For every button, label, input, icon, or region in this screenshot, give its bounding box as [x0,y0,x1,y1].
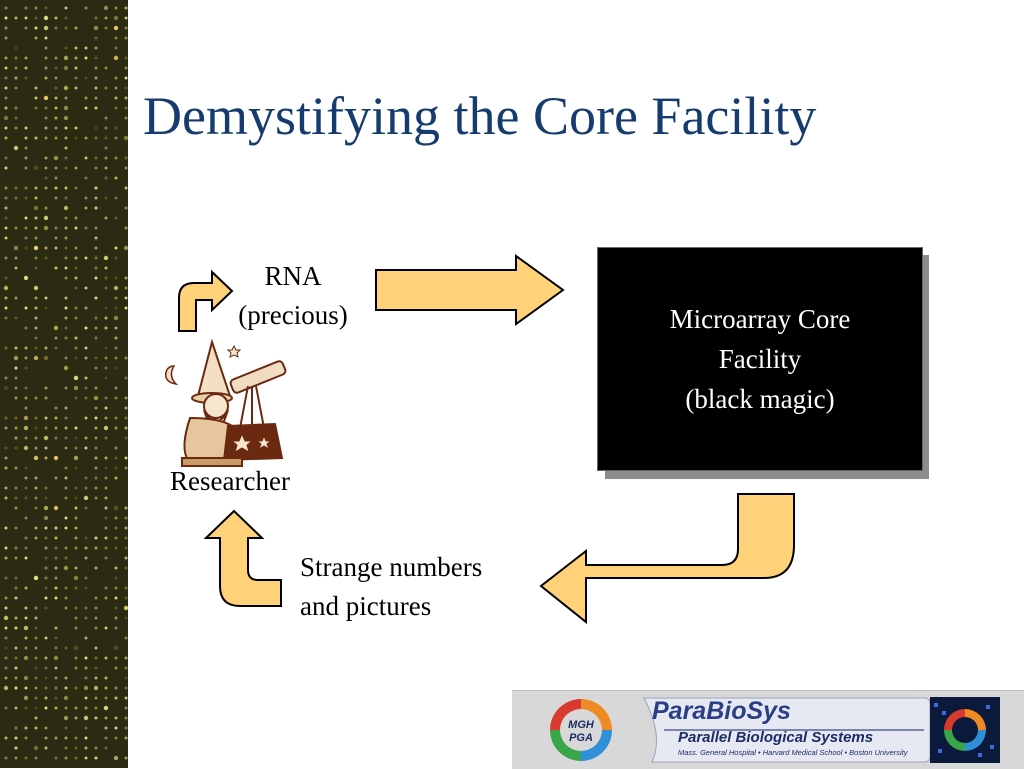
rna-label: RNA (precious) [238,261,348,330]
rna-to-core-arrow [375,254,565,326]
slide-title: Demystifying the Core Facility [143,86,817,146]
microarray-sidebar [0,0,128,768]
output-label: Strange numbers and pictures [300,552,483,621]
brand-name: ParaBioSys [652,697,791,725]
microarray-logo-icon [930,697,1000,763]
parabiosys-footer-banner: MGH PGA ParaBioSys Parallel Biological S… [512,690,1024,769]
mgh-pga-cycle-logo-icon: MGH PGA [550,699,612,761]
brand-institutions: Mass. General Hospital • Harvard Medical… [678,748,908,757]
researcher-to-rna-arrow [178,269,234,332]
core-facility-label: Microarray Core Facility (black magic) [669,304,851,414]
core-facility-box: Microarray Core Facility (black magic) [597,247,923,471]
wizard-with-telescope-icon [164,338,287,467]
core-to-output-arrow [539,493,795,625]
researcher-label: Researcher [170,466,290,496]
pga-logo-text: MGH [568,719,595,731]
brand-swoosh [643,697,931,763]
brand-subtitle: Parallel Biological Systems [678,729,874,746]
microarray-dots-pattern [3,5,128,761]
svg-text:PGA: PGA [569,732,593,744]
output-to-researcher-arrow [203,509,282,607]
